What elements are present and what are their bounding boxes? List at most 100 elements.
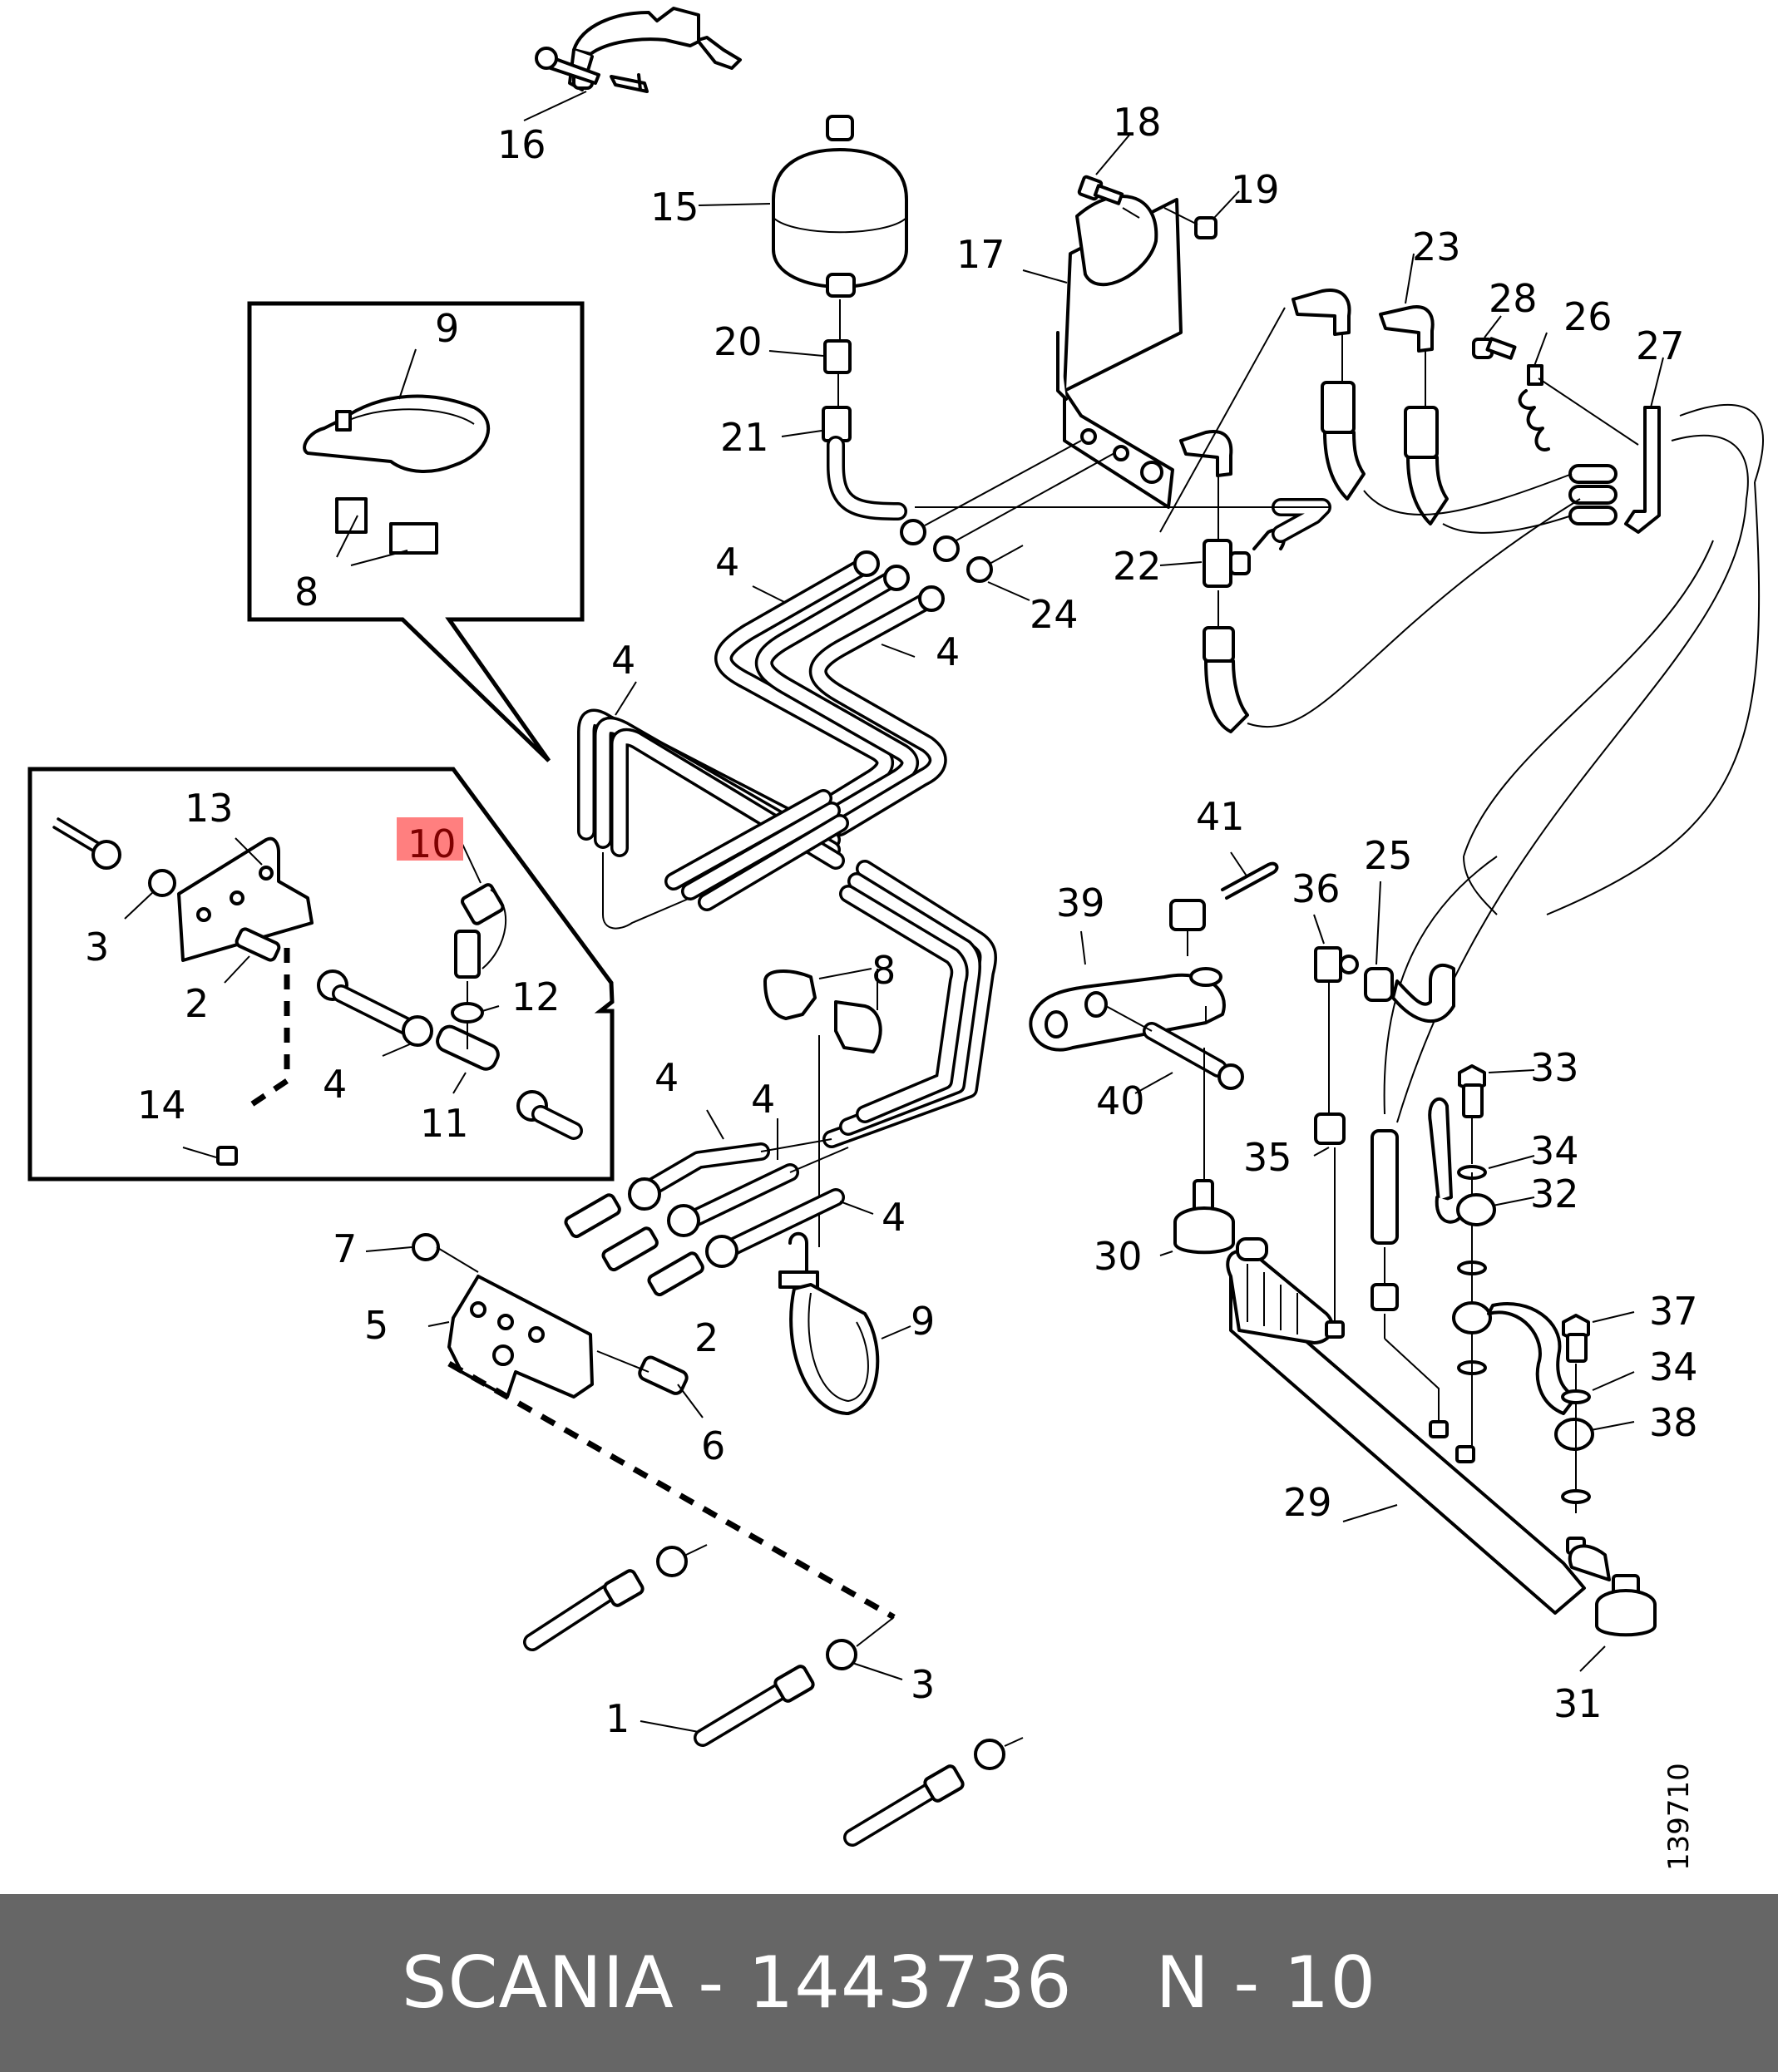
clamp-blocks <box>1568 464 1617 525</box>
elbow-fitting-part-23 <box>1159 253 1435 533</box>
callout-4-mid-left: 4 <box>611 638 635 683</box>
callout-24: 24 <box>1030 592 1079 637</box>
bracket-part-17 <box>1022 195 1183 509</box>
clip-part-26 <box>1518 332 1639 451</box>
callout-8-inset: 8 <box>294 570 319 614</box>
ball-joint-part-31 <box>1568 1544 1657 1672</box>
hose-ends <box>1321 333 1449 525</box>
callout-30: 30 <box>1094 1234 1143 1279</box>
washers-part-34 <box>1457 1118 1535 1455</box>
callout-10-highlighted: 10 <box>407 821 457 866</box>
bolt-part-28 <box>1472 315 1517 360</box>
callout-15: 15 <box>650 185 699 229</box>
callout-labels: 16 15 18 19 17 23 28 26 27 20 21 9 8 4 2… <box>85 100 1698 1741</box>
banjo-part-32 <box>1428 1097 1535 1226</box>
callout-4-top-right: 4 <box>936 629 960 674</box>
callout-8-middle: 8 <box>872 948 896 993</box>
callout-38: 38 <box>1649 1400 1698 1445</box>
pipe-fitting-part-21 <box>781 406 907 520</box>
callout-5: 5 <box>364 1303 388 1348</box>
callout-17: 17 <box>956 232 1005 277</box>
callout-40: 40 <box>1096 1078 1145 1123</box>
castle-nut <box>1169 899 1207 1023</box>
footer-brand: SCANIA <box>401 1941 674 2025</box>
nut-part-19 <box>1163 190 1240 239</box>
callout-2-lower: 2 <box>694 1315 719 1360</box>
bolt-part-18 <box>1077 132 1140 219</box>
pipe-bundle-part-4 <box>577 550 997 1148</box>
footer-position-prefix: N <box>1155 1941 1210 2025</box>
callout-23: 23 <box>1412 224 1461 269</box>
callout-4-inset: 4 <box>323 1062 347 1107</box>
footer-position-separator: - <box>1209 1941 1284 2025</box>
callout-11: 11 <box>420 1101 469 1146</box>
inset-box-upper <box>247 301 585 762</box>
elbow-part-36 <box>1313 914 1359 983</box>
callout-9-inset: 9 <box>435 306 459 351</box>
callout-29: 29 <box>1283 1480 1332 1525</box>
callout-4-lower-3: 4 <box>882 1195 906 1240</box>
callout-32: 32 <box>1530 1172 1579 1216</box>
callout-31: 31 <box>1553 1681 1603 1726</box>
callout-26: 26 <box>1563 294 1613 339</box>
callout-2-inset: 2 <box>185 981 209 1026</box>
callout-25: 25 <box>1364 833 1413 878</box>
callout-35: 35 <box>1243 1135 1292 1180</box>
callout-1: 1 <box>605 1696 630 1741</box>
callout-9-lower: 9 <box>911 1299 935 1344</box>
callout-4-top-left: 4 <box>715 540 739 585</box>
callout-21: 21 <box>720 415 769 460</box>
fitting-part-20 <box>768 339 852 407</box>
callout-34-upper: 34 <box>1530 1128 1579 1173</box>
cotter-pin-part-41 <box>1221 851 1279 900</box>
dashed-leader-line <box>447 1360 896 1621</box>
callout-16: 16 <box>497 122 546 167</box>
lever-part-39 <box>1029 930 1226 1052</box>
banjo-part-38 <box>1452 1301 1635 1451</box>
diagram-reference-number: 139710 <box>1662 1763 1696 1871</box>
callout-12: 12 <box>511 974 561 1019</box>
callout-39: 39 <box>1056 881 1105 925</box>
callout-13: 13 <box>185 786 234 831</box>
tee-fitting-part-22 <box>1159 474 1331 733</box>
callout-19: 19 <box>1231 167 1280 212</box>
callout-4-lower-1: 4 <box>654 1055 679 1100</box>
callout-6: 6 <box>701 1423 725 1468</box>
callout-22: 22 <box>1113 544 1162 589</box>
bracket-part-27 <box>1624 357 1664 534</box>
pipe-part-1 <box>523 1544 1024 1847</box>
hose-part-25: line <box>1364 881 1455 1023</box>
footer-part-number: 1443736 <box>748 1941 1073 2025</box>
callout-3-inset: 3 <box>85 925 109 969</box>
inset-box-lower <box>27 767 615 1182</box>
bracket-part-5 <box>365 1233 704 1418</box>
callout-34-lower: 34 <box>1649 1344 1698 1389</box>
callout-4-lower-2: 4 <box>751 1077 775 1122</box>
footer-position-number: 10 <box>1283 1941 1377 2025</box>
callout-7: 7 <box>333 1226 357 1271</box>
callout-36: 36 <box>1292 866 1341 911</box>
pipe-sleeve <box>1371 1129 1440 1430</box>
callout-18: 18 <box>1113 100 1162 145</box>
cylinder-part-29 <box>1226 1249 1586 1615</box>
banjo-bolt-part-33 <box>1458 1064 1535 1118</box>
banjo-bolt-part-37 <box>1561 1311 1635 1513</box>
callout-3-lower: 3 <box>911 1662 935 1707</box>
accumulator-part-15 <box>698 115 908 341</box>
cable-tie-part-9 <box>778 1231 911 1415</box>
fitting-part-35 <box>1313 981 1346 1322</box>
clamp-part-16 <box>523 7 742 121</box>
nuts-part-24 <box>900 440 1331 601</box>
callout-14: 14 <box>137 1083 186 1127</box>
parts-diagram: line <box>27 7 1764 1871</box>
hydraulic-hoses <box>1247 404 1764 1123</box>
footer-banner: SCANIA - 1443736 N - 10 <box>0 1894 1778 2072</box>
callout-27: 27 <box>1636 323 1685 368</box>
callout-41: 41 <box>1196 794 1245 839</box>
callout-33: 33 <box>1530 1045 1579 1090</box>
callout-20: 20 <box>714 319 763 364</box>
callout-28: 28 <box>1489 276 1538 321</box>
lower-pipes <box>564 1109 874 1297</box>
footer-separator: - <box>674 1941 748 2025</box>
callout-37: 37 <box>1649 1289 1698 1334</box>
